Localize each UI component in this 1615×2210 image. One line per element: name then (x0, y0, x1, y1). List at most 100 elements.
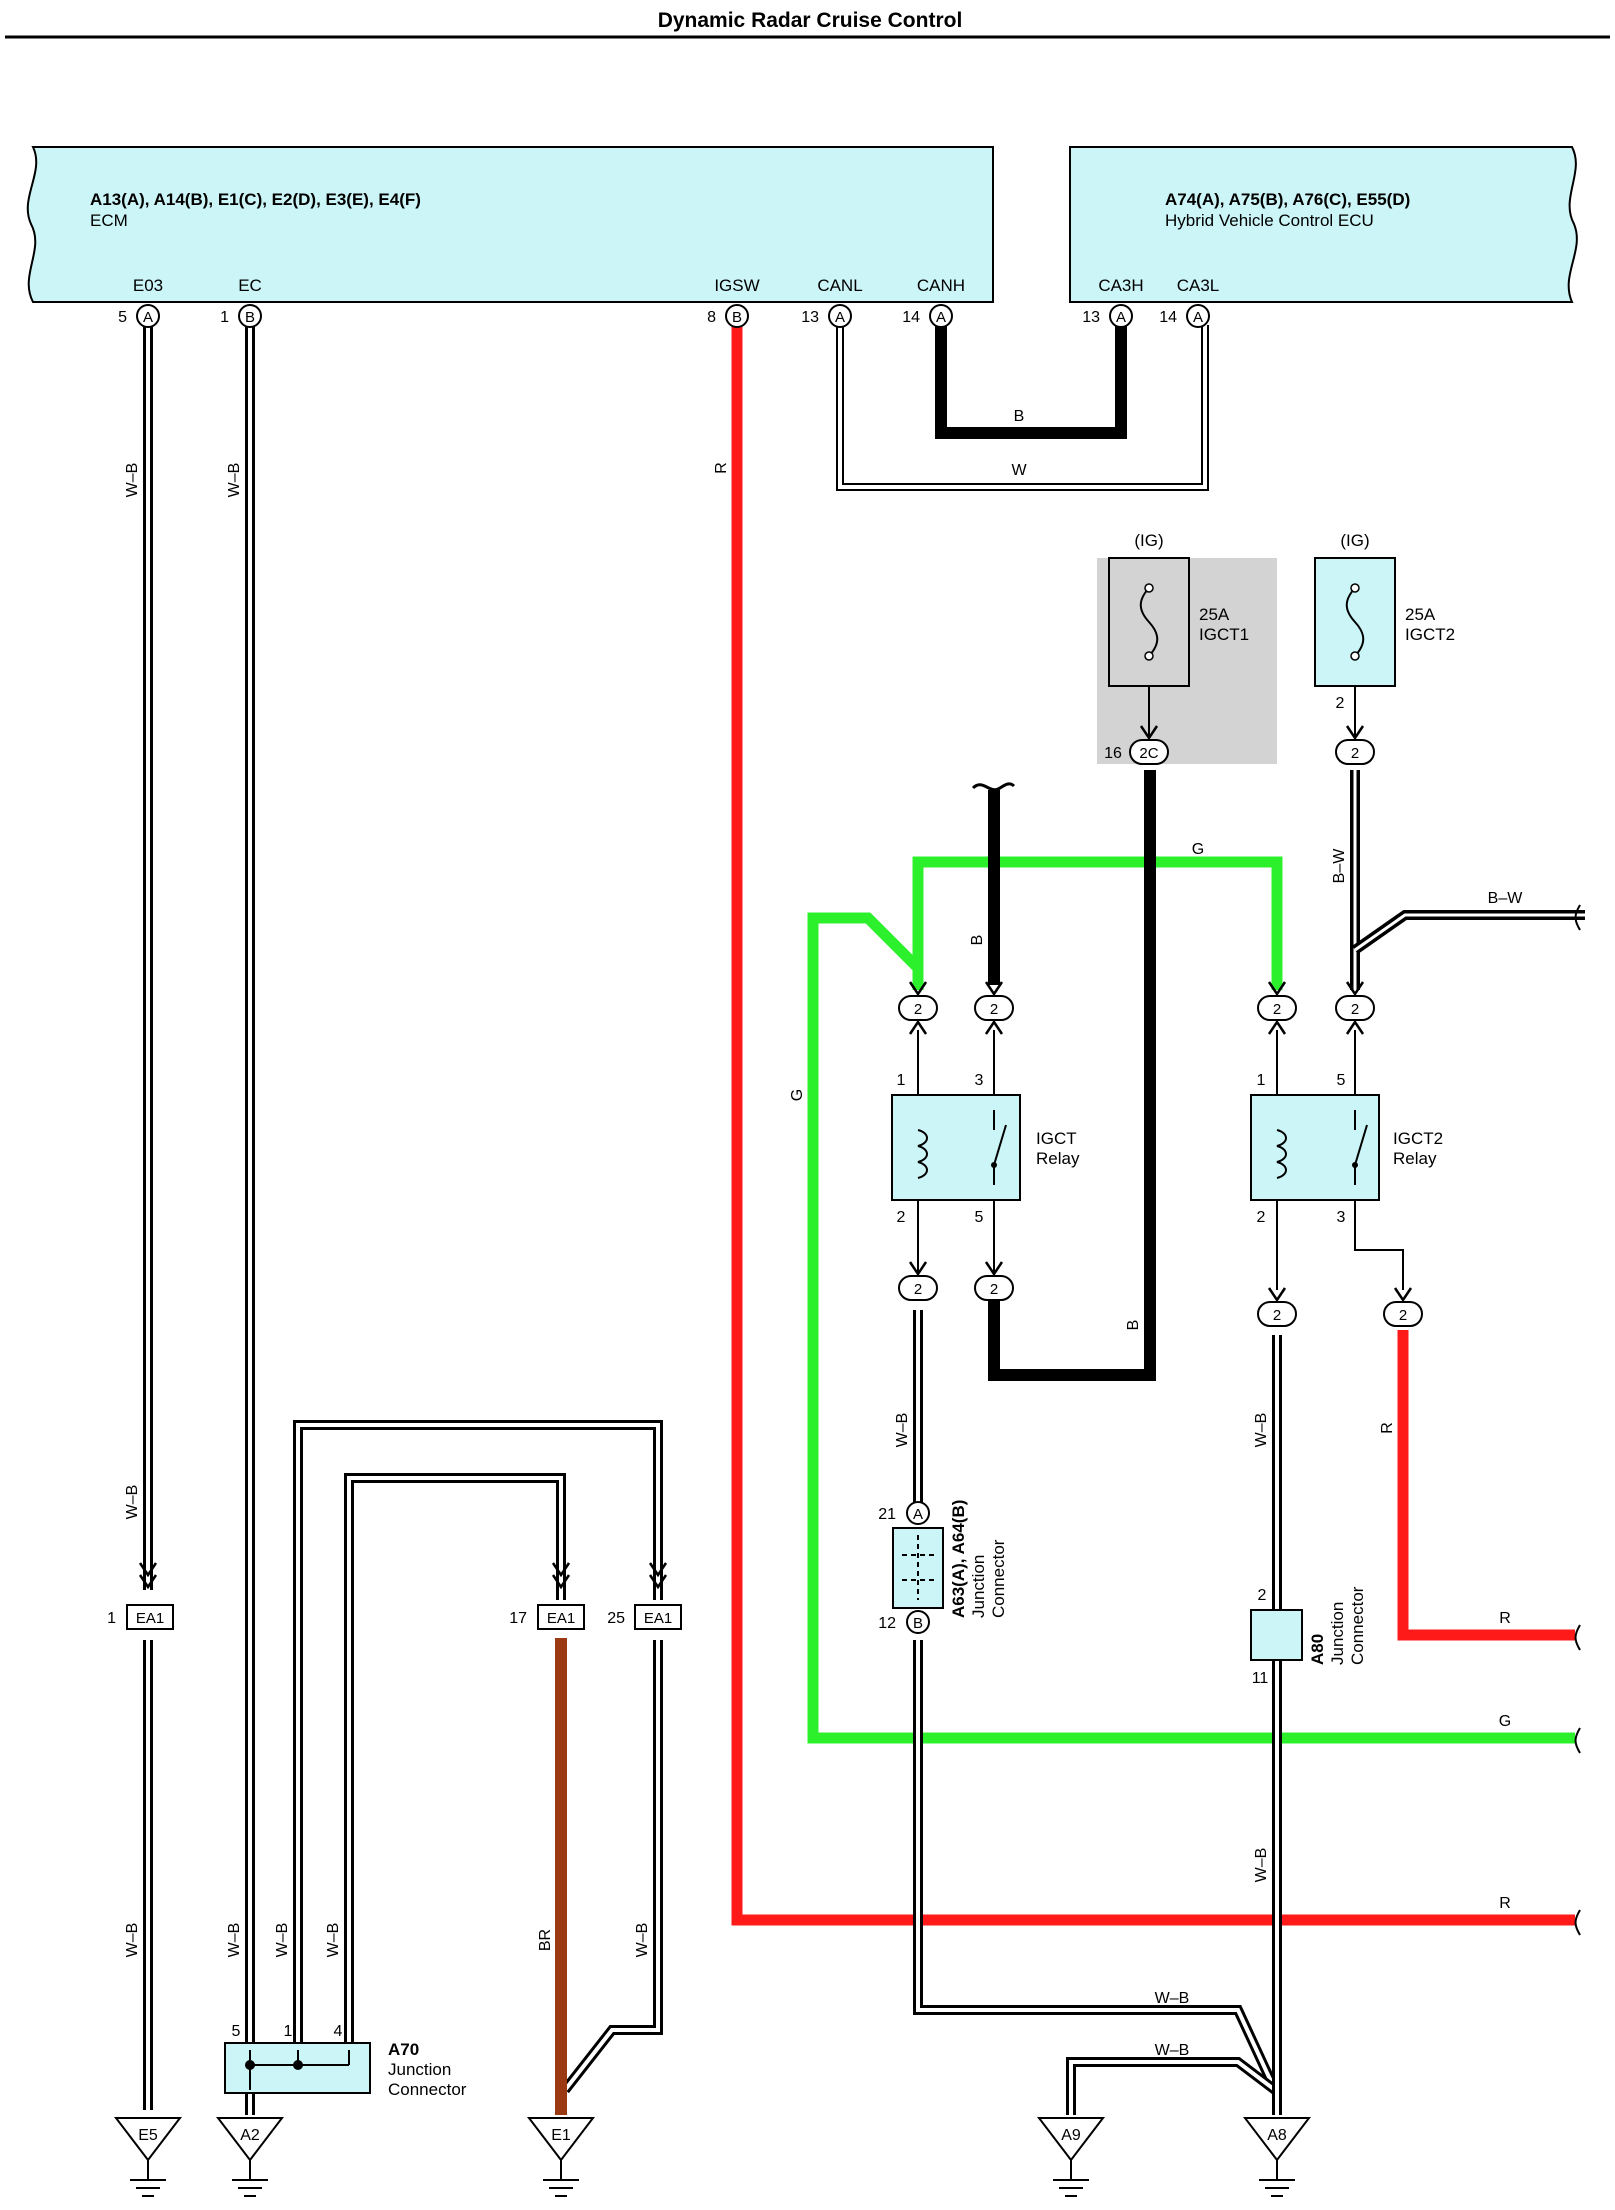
fuse-igct1: (IG) 25A IGCT1 16 (1104, 531, 1249, 762)
junction-a80-line2: Connector (1348, 1586, 1367, 1665)
igct2-relay-pin3: 3 (1337, 1209, 1346, 1226)
fuse-igct1-name: IGCT1 (1199, 625, 1249, 644)
wire-b-can (935, 325, 1127, 439)
svg-text:1: 1 (284, 2023, 293, 2040)
junction-a70-line1: Junction (388, 2060, 451, 2079)
igct-relay: IGCT Relay 1 3 2 5 (891, 1072, 1080, 1226)
svg-text:1: 1 (220, 309, 229, 326)
hv-ecu-connectors: A74(A), A75(B), A76(C), E55(D) (1165, 190, 1410, 209)
ground-a9: A9 (1036, 2117, 1106, 2197)
svg-text:W–B: W–B (124, 1485, 141, 1520)
relay-connectors: 2 2 2 2 2 2 2 2 (898, 995, 1423, 1327)
fuse-connectors: 2C 2 (1129, 739, 1375, 765)
svg-text:B–W: B–W (1488, 890, 1524, 907)
svg-text:A2: A2 (240, 2127, 260, 2144)
igct-relay-pin2: 2 (897, 1209, 906, 1226)
igct2-relay-pin2: 2 (1257, 1209, 1266, 1226)
svg-text:2: 2 (914, 1001, 922, 1018)
svg-text:21: 21 (878, 1506, 896, 1523)
igct-relay-pin3: 3 (975, 1072, 984, 1089)
svg-text:G: G (1192, 841, 1204, 858)
wire-wb-a70-ea1-25 (293, 1420, 663, 2094)
ea1-25-pin: 25 (607, 1610, 625, 1627)
svg-text:W–B: W–B (226, 463, 243, 498)
hv-ecu-box: A74(A), A75(B), A76(C), E55(D) Hybrid Ve… (1069, 146, 1578, 303)
junction-a80-name: A80 (1308, 1634, 1327, 1665)
svg-text:2: 2 (1399, 1307, 1407, 1324)
diagram-title: Dynamic Radar Cruise Control (658, 9, 963, 32)
svg-text:A: A (143, 309, 153, 326)
ground-e1: E1 (526, 2117, 596, 2197)
svg-text:2: 2 (1351, 745, 1359, 762)
ecm-box: A13(A), A14(B), E1(C), E2(D), E3(E), E4(… (26, 146, 994, 303)
ground-a8: A8 (1242, 2117, 1312, 2197)
fuse-igct1-pin: 16 (1104, 745, 1122, 762)
svg-text:2: 2 (1273, 1001, 1281, 1018)
svg-text:R: R (713, 462, 730, 474)
junction-a70-name: A70 (388, 2040, 419, 2059)
svg-text:B: B (1014, 408, 1025, 425)
svg-text:13: 13 (801, 309, 819, 326)
svg-text:11: 11 (1252, 1670, 1269, 1687)
wire-break-mark (971, 782, 1016, 792)
svg-text:E5: E5 (138, 2127, 158, 2144)
svg-text:A: A (1193, 309, 1203, 326)
fuse-igct1-rating: 25A (1199, 605, 1230, 624)
igct-relay-pin1: 1 (897, 1072, 906, 1089)
fuse-igct2: (IG) 25A IGCT2 2 (1314, 531, 1455, 740)
wire-wb-a63 (913, 1310, 1280, 2093)
svg-text:B: B (1125, 1320, 1142, 1331)
svg-text:A: A (913, 1506, 923, 1523)
wire-relay2-pin3 (1354, 1203, 1404, 1290)
junction-a80-line1: Junction (1328, 1602, 1347, 1665)
igct-relay-name: IGCT (1036, 1129, 1077, 1148)
svg-text:4: 4 (334, 2023, 343, 2040)
svg-text:W: W (1011, 462, 1027, 479)
svg-text:2: 2 (990, 1281, 998, 1298)
junction-a80: 2 11 A80 Junction Connector (1250, 1586, 1367, 1687)
hv-pin-ca3h-label: CA3H (1098, 276, 1143, 295)
igct2-relay-name: IGCT2 (1393, 1129, 1443, 1148)
svg-text:A8: A8 (1267, 2127, 1287, 2144)
igct2-relay-pin5: 5 (1337, 1072, 1346, 1089)
igct-relay-pin5: 5 (975, 1209, 984, 1226)
svg-text:B: B (913, 1615, 923, 1632)
wire-w-can (836, 325, 1209, 491)
svg-text:BR: BR (537, 1929, 554, 1951)
svg-text:W–B: W–B (634, 1923, 651, 1958)
fuse-igct2-pin: 2 (1336, 695, 1345, 712)
svg-text:W–B: W–B (274, 1923, 291, 1958)
igct-relay-sub: Relay (1036, 1149, 1080, 1168)
connector-chevrons (138, 725, 1413, 1590)
svg-text:13: 13 (1082, 309, 1100, 326)
svg-text:W–B: W–B (1253, 1413, 1270, 1448)
svg-text:A: A (835, 309, 845, 326)
hv-pin-ca3l-label: CA3L (1177, 276, 1220, 295)
wire-g-top (912, 856, 1283, 990)
igct2-relay: IGCT2 Relay 1 5 2 3 (1250, 1072, 1443, 1226)
svg-text:B: B (732, 309, 742, 326)
ecm-pin-canl-label: CANL (817, 276, 862, 295)
junction-a70: 5 1 4 A70 Junction Connector (224, 2023, 467, 2099)
ground-e5: E5 (113, 2117, 183, 2197)
svg-text:W–B: W–B (226, 1923, 243, 1958)
svg-text:W–B: W–B (1155, 2042, 1190, 2059)
junction-a63: A 21 B 12 A63(A), A64(B) Junction Connec… (878, 1500, 1008, 1634)
svg-text:B: B (245, 309, 255, 326)
svg-text:E1: E1 (551, 2127, 571, 2144)
wire-b-igct1 (988, 770, 1156, 1381)
junction-a63-line1: Junction (969, 1555, 988, 1618)
svg-text:2: 2 (1351, 1001, 1359, 1018)
wire-labels: W–B W–B R B W G B B–W B–W G B W–B W–B R … (124, 408, 1523, 2059)
svg-text:W–B: W–B (124, 463, 141, 498)
svg-text:W–B: W–B (325, 1923, 342, 1958)
igct2-relay-pin1: 1 (1257, 1072, 1266, 1089)
svg-text:14: 14 (902, 309, 920, 326)
svg-text:A9: A9 (1061, 2127, 1081, 2144)
junction-a63-line2: Connector (989, 1539, 1008, 1618)
fuse-igct2-rating: 25A (1405, 605, 1436, 624)
ecm-pin-ec-label: EC (238, 276, 262, 295)
ea1-1-label: EA1 (136, 1610, 164, 1627)
wire-wb-a9 (1066, 2057, 1279, 2115)
